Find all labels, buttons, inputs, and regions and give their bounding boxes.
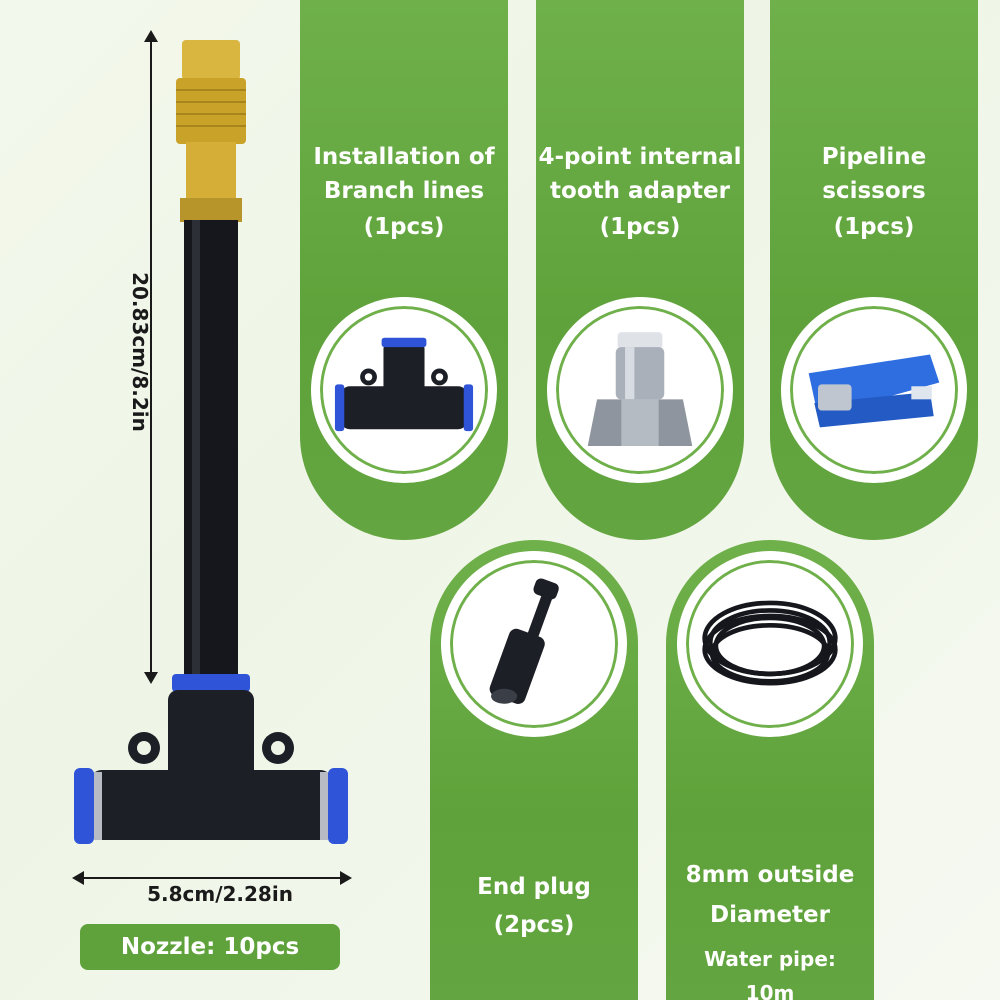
panel-scissors-qty: (1pcs) <box>833 214 915 240</box>
panel-scissors-line1: Pipeline <box>821 144 927 170</box>
panel-adapter-line2: tooth adapter <box>550 178 730 204</box>
panel-water-pipe-line4: 10m <box>745 981 795 1000</box>
nozzle-assembly-image <box>74 40 348 844</box>
coiled-tube-icon <box>680 554 860 734</box>
height-dimension-label: 20.83cm/8.2in <box>128 272 152 432</box>
dimension-arrow-right-icon <box>340 871 352 885</box>
panel-adapter-line1: 4-point internal <box>538 144 742 170</box>
width-dimension-label: 5.8cm/2.28in <box>147 882 293 906</box>
dimension-arrow-down-icon <box>144 672 158 684</box>
panel-adapter: 4-point internal tooth adapter (1pcs) <box>536 0 744 540</box>
panel-scissors: Pipeline scissors (1pcs) <box>770 0 978 540</box>
panel-end-plug: End plug (2pcs) <box>430 540 638 1000</box>
panel-branch-qty: (1pcs) <box>363 214 445 240</box>
panel-water-pipe: 8mm outside Diameter Water pipe: 10m <box>666 540 874 1000</box>
end-plug-icon <box>444 554 624 734</box>
panel-water-pipe-line1: 8mm outside <box>685 862 855 888</box>
pipe-cutter-icon <box>784 300 964 480</box>
panel-branch-lines: Installation of Branch lines (1pcs) <box>300 0 508 540</box>
panel-branch-line2: Branch lines <box>323 178 485 204</box>
width-dimension-line <box>80 877 342 879</box>
dimension-arrow-left-icon <box>72 871 84 885</box>
panel-end-plug-qty: (2pcs) <box>493 912 575 938</box>
tee-connector-icon <box>314 300 494 480</box>
height-dimension-line <box>150 36 152 682</box>
panel-end-plug-line1: End plug <box>477 874 591 900</box>
panel-water-pipe-line3: Water pipe: <box>704 947 836 971</box>
nozzle-quantity-badge: Nozzle: 10pcs <box>80 924 340 970</box>
panel-branch-line1: Installation of <box>313 144 495 170</box>
panel-adapter-qty: (1pcs) <box>599 214 681 240</box>
panel-water-pipe-line2: Diameter <box>710 902 830 928</box>
adapter-fitting-icon <box>550 300 730 480</box>
panel-scissors-line2: scissors <box>822 178 926 204</box>
